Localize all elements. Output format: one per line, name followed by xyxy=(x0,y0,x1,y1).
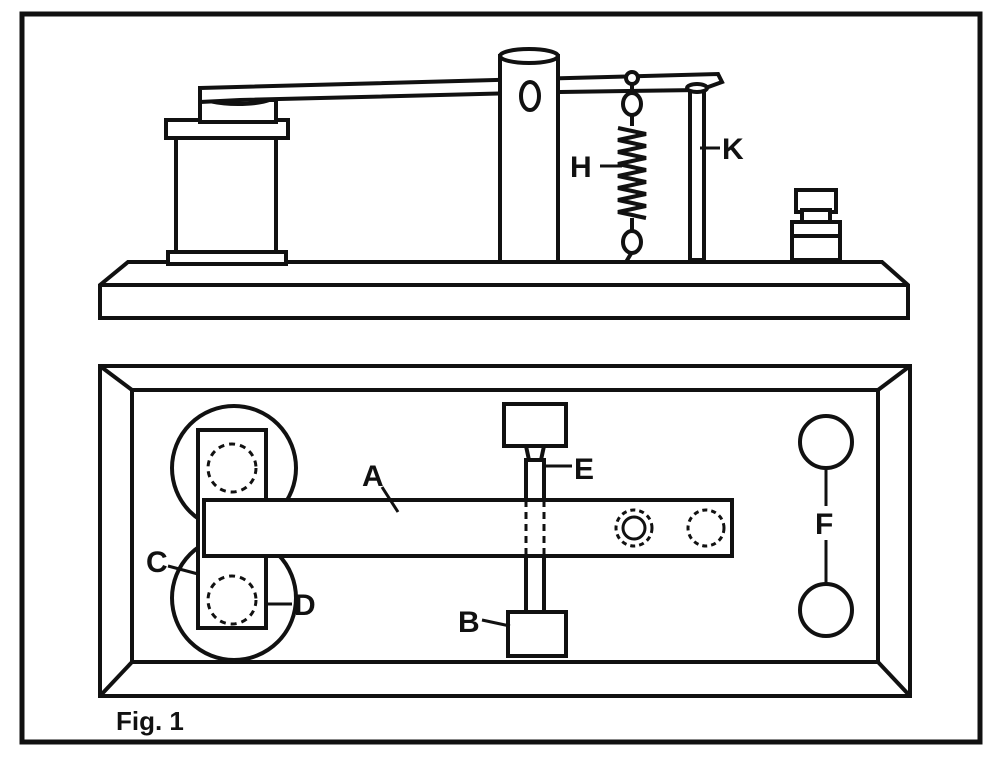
label-d: D xyxy=(294,589,316,622)
label-h: H xyxy=(570,151,592,184)
leader-b xyxy=(481,618,511,628)
top-terminals-f xyxy=(798,414,854,638)
label-a: A xyxy=(362,460,384,493)
side-spring-h xyxy=(617,70,647,264)
label-e: E xyxy=(574,453,594,486)
side-base-board xyxy=(98,260,910,320)
side-view xyxy=(98,47,910,320)
label-f: F xyxy=(815,508,833,541)
side-stop-rod-k xyxy=(685,82,709,262)
top-rod-e xyxy=(519,444,551,618)
side-binding-post xyxy=(790,188,842,262)
leader-c xyxy=(167,564,199,576)
top-post-block xyxy=(502,402,568,448)
side-post xyxy=(498,47,560,264)
figure-caption: Fig. 1 xyxy=(116,706,184,736)
label-b: B xyxy=(458,606,480,639)
label-k: K xyxy=(722,133,744,166)
top-block-b xyxy=(506,610,568,658)
top-view xyxy=(98,364,912,698)
leader-a xyxy=(380,486,400,513)
label-c: C xyxy=(146,546,168,579)
